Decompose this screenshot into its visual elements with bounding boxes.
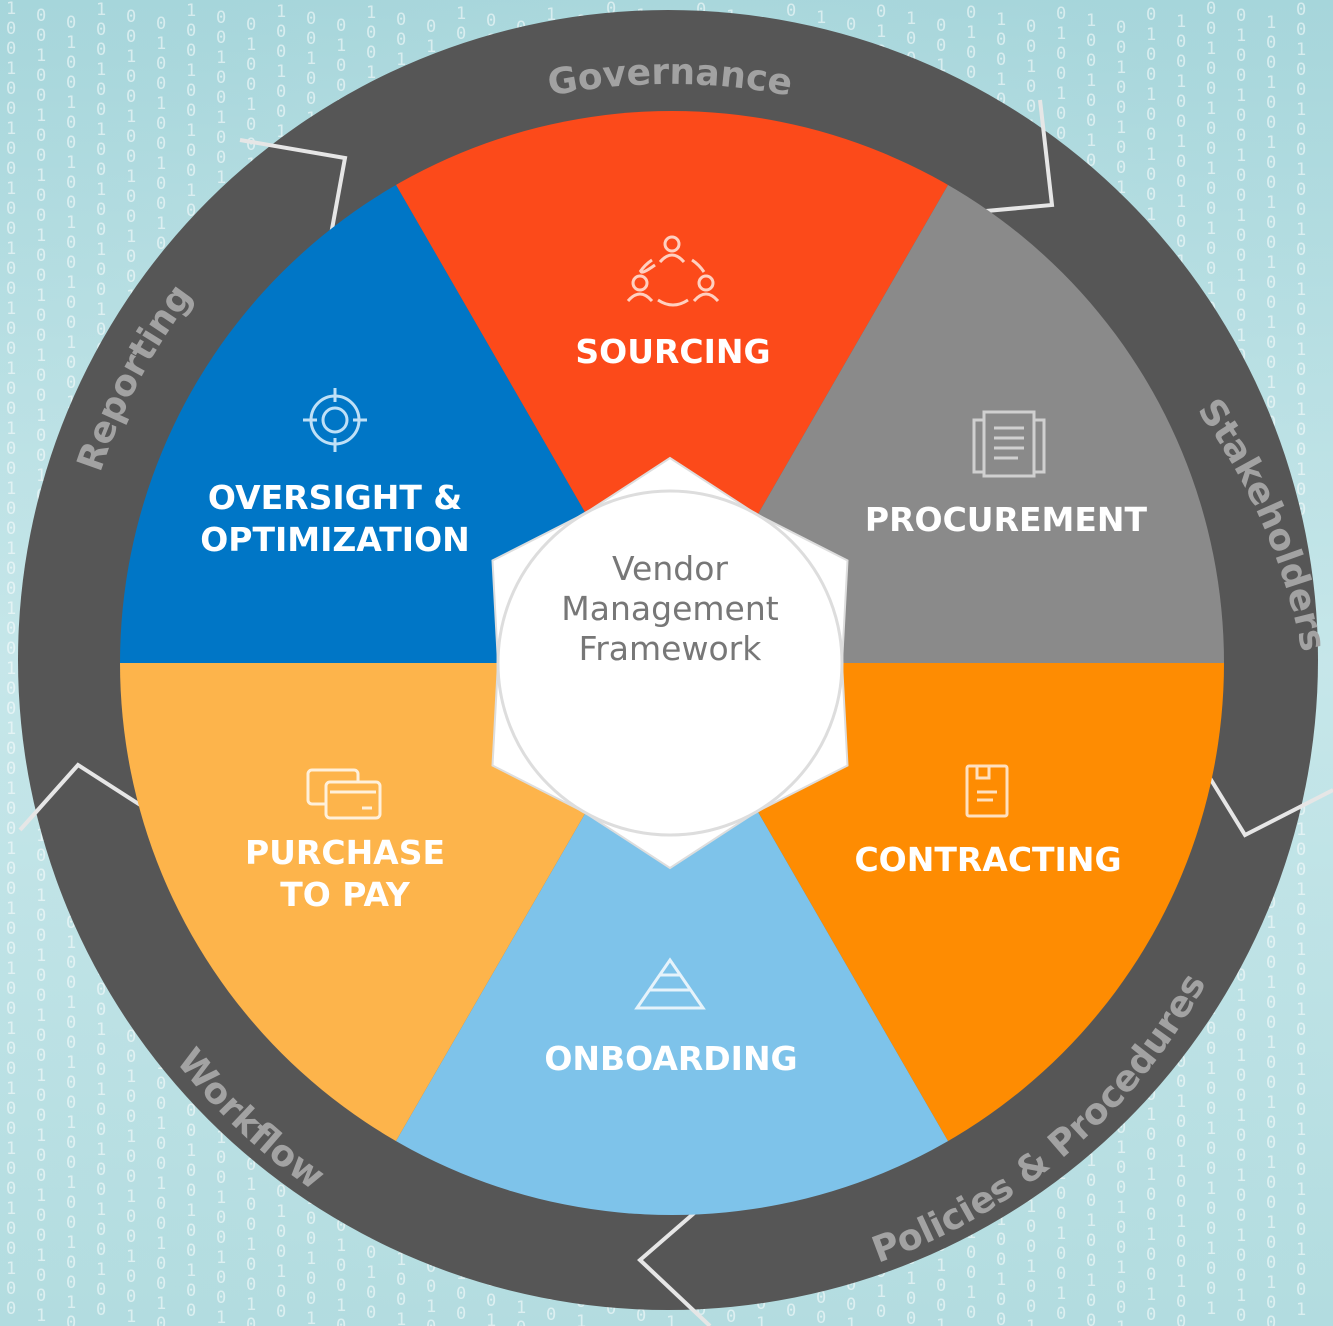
segment-label-contracting: CONTRACTING [854,840,1121,879]
segment-label-onboarding: ONBOARDING [544,1039,797,1078]
segment-onboarding [322,663,1022,1215]
segment-label-oversight-line1: OVERSIGHT & [208,478,462,517]
arrow-governance [974,99,1055,214]
center-hub: Vendor Management Framework [491,456,849,870]
ring-arrows [18,99,1333,1326]
segment-contracting [672,663,1224,1215]
target-icon [303,388,367,452]
document-stack-icon [972,410,1046,478]
segment-oversight [120,111,672,663]
center-circle [496,489,844,837]
arrow-stakeholders [1203,768,1333,838]
segment-procurement [672,111,1224,663]
center-label-line2: Management [561,589,778,628]
credit-cards-icon [306,768,382,820]
contract-document-icon [965,764,1009,818]
segment-label-procurement: PROCUREMENT [865,500,1148,539]
center-label-line1: Vendor [612,549,728,588]
center-label-line3: Framework [579,629,763,668]
segment-label-purchase-line2: TO PAY [280,875,411,914]
pyramid-icon [634,957,706,1010]
arrow-reporting [239,138,348,241]
segment-sourcing [322,111,1022,663]
people-network-icon [626,235,720,307]
wheel-segments [120,111,1224,1215]
arrow-workflow [18,762,147,832]
segment-purchase [120,663,672,1215]
segment-label-oversight-line2: OPTIMIZATION [200,520,470,559]
segment-label-sourcing: SOURCING [575,332,770,371]
segment-label-purchase-line1: PURCHASE [245,833,445,872]
arrow-policies [637,1206,712,1326]
